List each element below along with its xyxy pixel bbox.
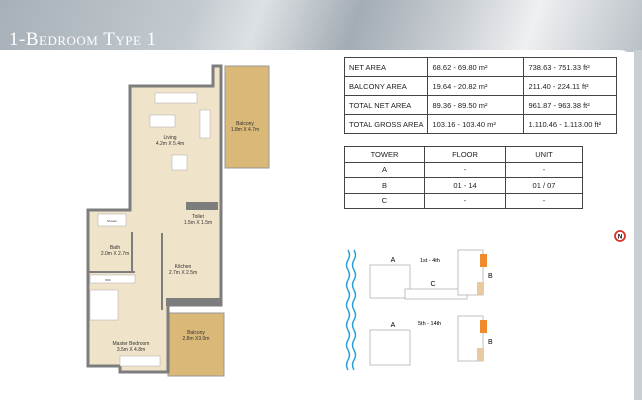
room-size-toilet: 1.5m X 1.5m [184,220,212,226]
room-size-living: 4.2m X 5.4m [156,141,184,147]
balcony-upper [224,65,270,169]
room-size-balcony-lower: 2.8m X3.0m [183,336,210,342]
tower-b-label: B [488,273,493,280]
floors-bottom-label: 5th - 14th [418,321,441,327]
room-name-bath: Bath [110,245,121,251]
room-name-bedroom: Master Bedroom [113,341,150,347]
table-row: C-- [344,192,583,209]
tower-c-label: C [430,281,435,288]
room-name-balcony-upper: Balcony [236,121,254,127]
shower-label: Shower [107,219,117,223]
table-row: A-- [344,161,583,178]
tower-b-label-lower: B [488,339,493,346]
tower-a-label: A [391,257,396,264]
compass-icon: N [614,230,626,242]
balcony-lower [167,312,225,377]
header-banner: 1-Bedroom Type 1 [0,0,642,52]
apartment-floor [86,64,223,374]
room-size-kitchen: 2.7m X 2.5m [169,270,197,276]
room-name-toilet: Toilet [192,214,204,220]
room-size-bedroom: 3.5m X 4.8m [117,347,145,353]
page-edge [634,50,642,400]
wic-label: WIC [105,278,112,282]
svg-text:N: N [618,235,622,241]
page-title: 1-Bedroom Type 1 [9,29,157,50]
room-name-balcony-lower: Balcony [187,330,205,336]
water-waves-icon [345,249,357,371]
room-size-balcony-upper: 1.8m X 4.7m [231,127,259,133]
key-plan: A B C A B 1st - 4th 5th - 14th [345,249,493,371]
room-name-living: Living [163,135,176,141]
room-name-kitchen: Kitchen [175,264,192,270]
room-size-bath: 2.0m X 2.7m [101,251,129,257]
floors-top-label: 1st - 4th [420,258,440,264]
tower-a-label-lower: A [391,322,396,329]
